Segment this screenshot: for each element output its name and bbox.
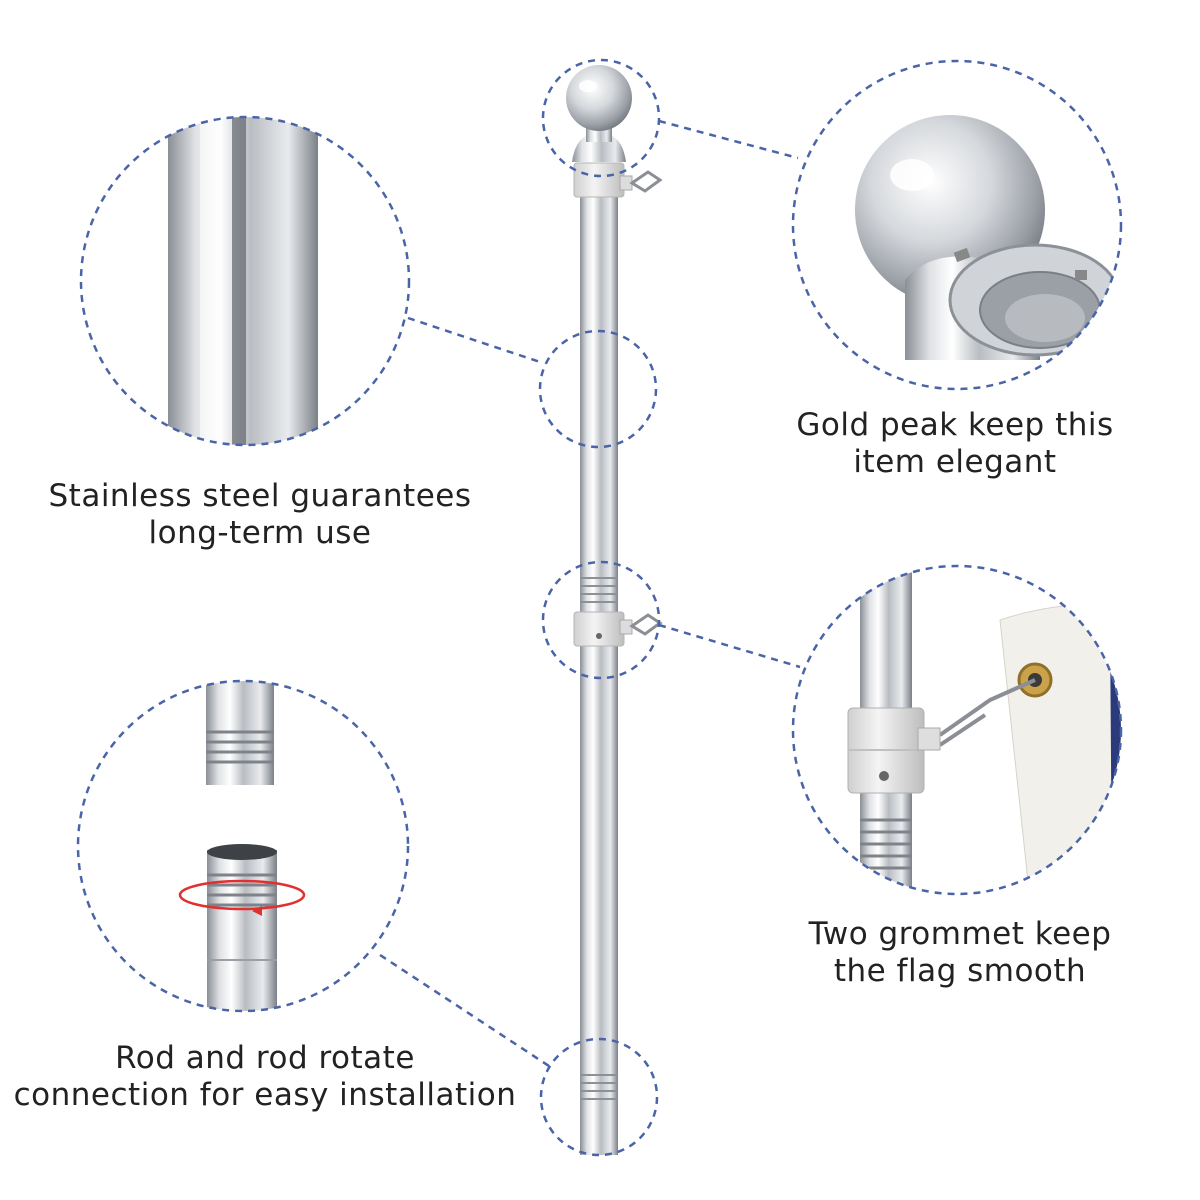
detail-steel — [79, 115, 411, 447]
caption-line: long-term use — [148, 515, 372, 551]
caption-line: Rod and rod rotate — [115, 1040, 415, 1076]
marker-circle-clip — [541, 560, 661, 680]
connector-grommet — [658, 623, 801, 669]
rotate-arrow-icon — [178, 879, 306, 916]
connector-rod — [379, 953, 553, 1070]
caption-gold-peak: Gold peak keep this item elegant — [770, 407, 1140, 481]
detail-grommet — [791, 564, 1123, 896]
top-clip-ring — [573, 162, 663, 198]
caption-line: Stainless steel guarantees — [48, 478, 472, 514]
caption-line: Two grommet keep — [808, 916, 1112, 952]
caption-line: connection for easy installation — [13, 1077, 517, 1113]
caption-two-grommet: Two grommet keep the flag smooth — [780, 916, 1140, 990]
marker-circle-steel — [538, 329, 658, 449]
caption-line: the flag smooth — [833, 953, 1087, 989]
connector-steel — [407, 316, 541, 364]
caption-line: Gold peak keep this — [796, 407, 1114, 443]
middle-clip-ring — [573, 611, 663, 647]
caption-rod-rotate: Rod and rod rotate connection for easy i… — [5, 1040, 525, 1114]
snap-hook-icon — [629, 170, 663, 193]
caption-line: item elegant — [853, 444, 1057, 480]
connector-peak — [658, 119, 799, 160]
marker-circle-joint — [539, 1037, 659, 1157]
ball-finial-icon — [566, 65, 632, 162]
detail-rod — [76, 679, 410, 1013]
pole-middle-rings — [580, 577, 618, 603]
flag-pole — [566, 65, 663, 1155]
pole-bottom-rings — [580, 1074, 618, 1100]
detail-peak — [791, 59, 1123, 391]
caption-stainless-steel: Stainless steel guarantees long-term use — [30, 478, 490, 552]
marker-circle-finial — [541, 58, 661, 178]
